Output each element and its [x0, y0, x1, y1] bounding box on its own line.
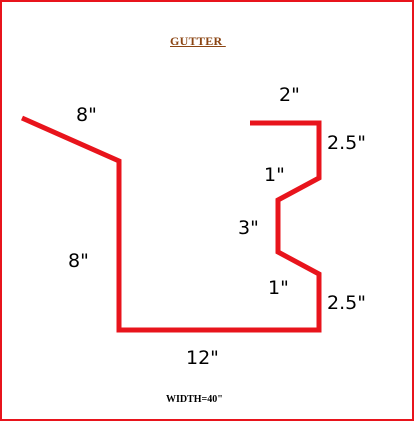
- dim-upper-slant: 1": [264, 164, 285, 186]
- dim-left-wall: 8": [68, 250, 89, 272]
- dim-upper-drop: 2.5": [327, 132, 366, 154]
- width-note: WIDTH=40": [166, 394, 223, 405]
- diagram-title: GUTTER: [170, 34, 226, 48]
- dim-lower-slant: 1": [268, 277, 289, 299]
- dim-bottom: 12": [186, 347, 219, 369]
- dim-lower-drop: 2.5": [327, 292, 366, 314]
- dim-middle: 3": [238, 217, 259, 239]
- dim-left-flange: 8": [76, 104, 97, 126]
- gutter-profile-line: [20, 115, 322, 333]
- dim-top-lip: 2": [279, 84, 300, 106]
